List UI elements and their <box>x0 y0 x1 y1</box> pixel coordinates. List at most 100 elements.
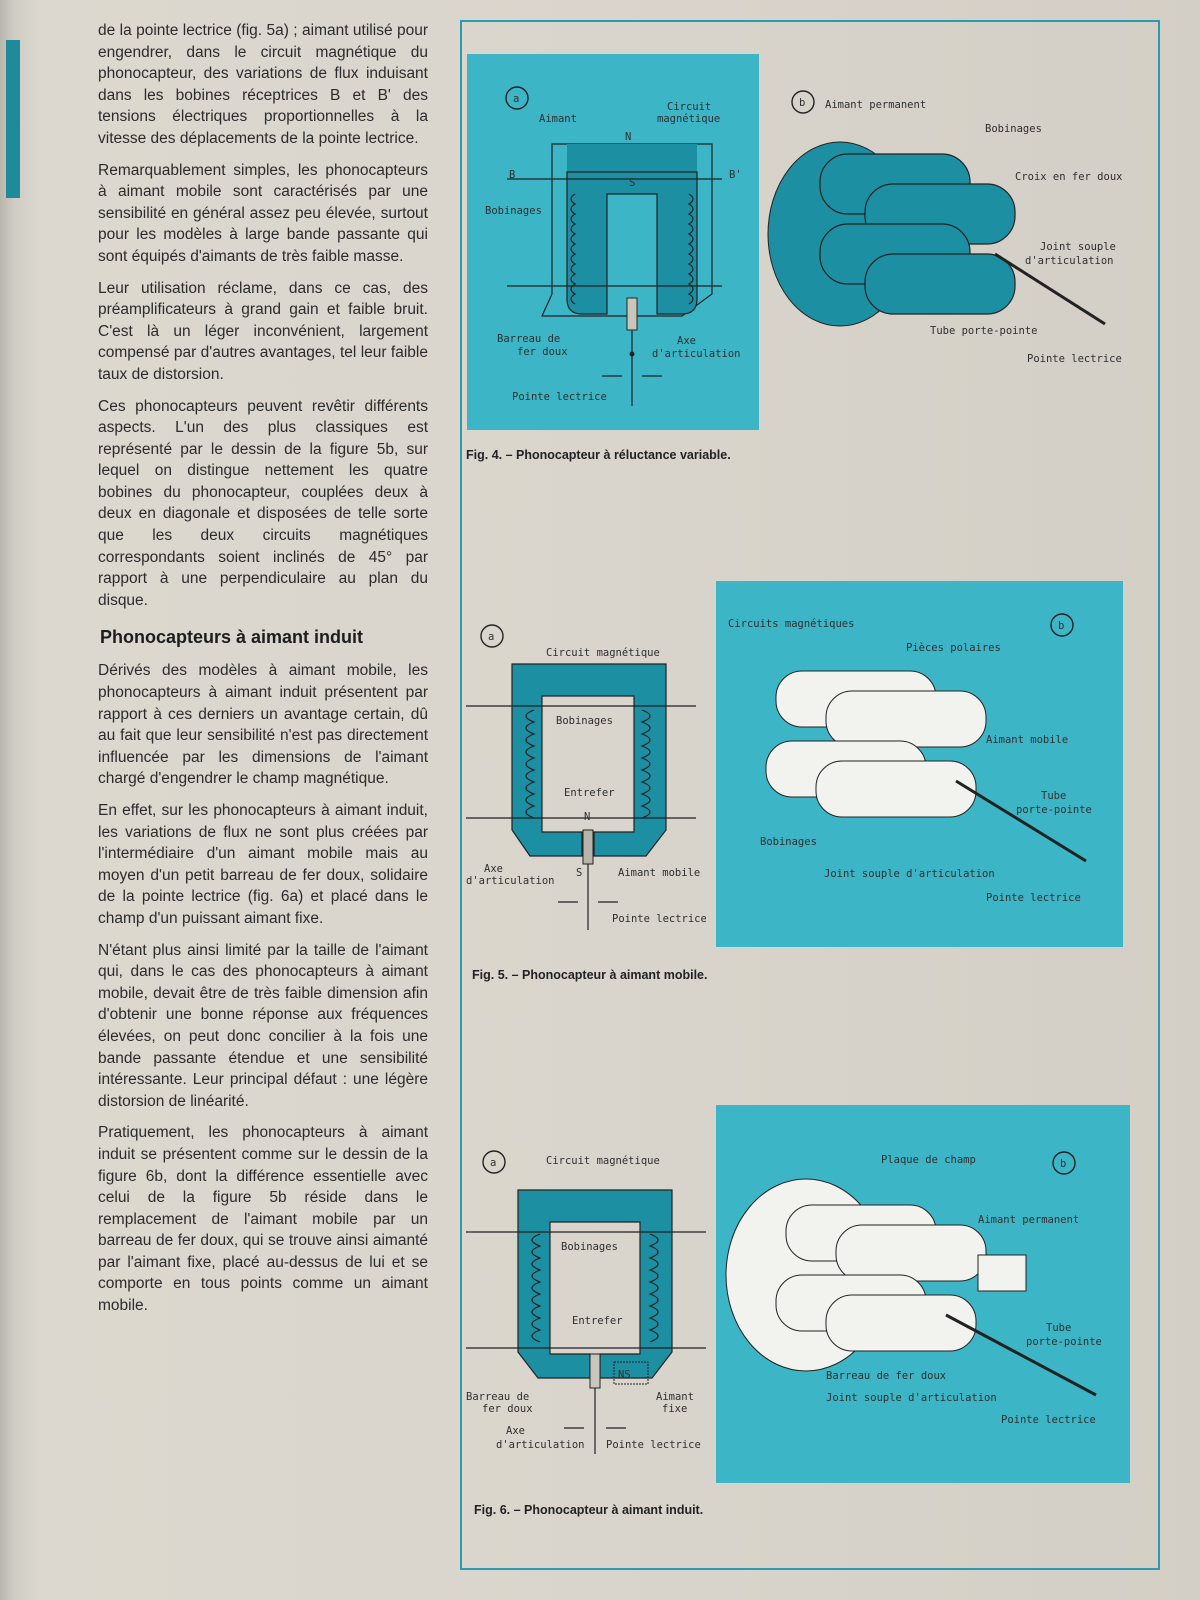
magnetic-circuit <box>511 663 667 857</box>
fig6b-diagram: b Plaque de champ Aimant permanent Tube … <box>725 1151 1102 1426</box>
label-tube: Tube <box>1041 790 1066 802</box>
label-circuit: Circuit magnétique <box>546 647 660 659</box>
label-axe: Axe <box>677 335 696 347</box>
stylus-tube <box>945 1313 1097 1397</box>
label-croix: Croix en fer doux <box>1015 171 1122 183</box>
fig5a-diagram: a Circuit magnétique Bobinages Entrefer … <box>466 624 706 930</box>
label-pointe: Pointe lectrice <box>986 892 1081 904</box>
fig-marker-a <box>482 1150 506 1174</box>
fig4b-diagram: b Aimant permanent Bobinages Croix en fe… <box>767 90 1122 365</box>
stylus-tube <box>994 252 1106 326</box>
iron-bar <box>589 1353 601 1389</box>
fig-marker-b <box>791 90 815 114</box>
marker-label: a <box>490 1157 496 1169</box>
fig4a-diagram: a Aimant Circuit magnétique N S B B' Bob… <box>485 86 742 406</box>
label-aimant: Aimant <box>539 113 577 125</box>
label-aimant-permanent: Aimant permanent <box>978 1214 1079 1226</box>
label-aimant-fixe: Aimant <box>656 1391 694 1403</box>
marker-label: a <box>488 631 494 643</box>
label-pieces: Pièces polaires <box>906 642 1001 654</box>
label-axe: d'articulation <box>496 1439 585 1451</box>
label-pointe: Pointe lectrice <box>612 913 706 925</box>
marker-label: b <box>1060 1158 1066 1170</box>
label-tube: Tube porte-pointe <box>930 325 1037 337</box>
fig-marker-a <box>480 624 504 648</box>
coil-right <box>648 1233 659 1343</box>
label-entrefer: Entrefer <box>572 1315 623 1327</box>
moving-magnet <box>582 829 594 865</box>
label-barreau: Barreau de <box>466 1391 529 1403</box>
label-pointe: Pointe lectrice <box>1001 1414 1096 1426</box>
label-bobinages: Bobinages <box>760 836 817 848</box>
page-edge-marker <box>6 40 20 198</box>
label-axe: Axe <box>484 863 503 875</box>
label-tube: Tube <box>1046 1322 1071 1334</box>
paragraph: En effet, sur les phonocapteurs à aimant… <box>98 802 428 927</box>
label-bobinages: Bobinages <box>985 123 1042 135</box>
paragraph: Ces phonocapteurs peuvent revêtir différ… <box>98 397 428 609</box>
fig6-caption: Fig. 6. – Phonocapteur à aimant induit. <box>474 1503 704 1517</box>
coil <box>815 760 977 818</box>
coil-group <box>819 153 1016 315</box>
label-pointe: Pointe lectrice <box>606 1439 701 1451</box>
label-s: S <box>576 867 582 879</box>
fig4-caption: Fig. 4. – Phonocapteur à réluctance vari… <box>466 448 731 462</box>
paragraph: Remarquablement simples, les phonocapteu… <box>98 161 428 265</box>
label-n: N <box>625 131 631 143</box>
label-entrefer: Entrefer <box>564 787 615 799</box>
marker-label: b <box>799 97 805 109</box>
paragraph: de la pointe lectrice (fig. 5a) ; aimant… <box>98 22 428 147</box>
label-bobinages: Bobinages <box>485 205 542 217</box>
fig5b-diagram: b Circuits magnétiques Pièces polaires A… <box>728 613 1092 904</box>
magnetic-circuit <box>566 171 698 315</box>
label-pointe: Pointe lectrice <box>1027 353 1122 365</box>
fig-marker-a <box>505 86 529 110</box>
label-circuit: Circuit magnétique <box>546 1155 660 1167</box>
stylus-tube <box>955 779 1087 863</box>
coil <box>825 1294 977 1352</box>
coil-right <box>640 709 651 819</box>
label-b-prime: B' <box>729 169 742 181</box>
label-barreau: fer doux <box>517 346 568 358</box>
label-aimant-mobile: Aimant mobile <box>986 734 1068 746</box>
paragraph: Leur utilisation réclame, dans ce cas, d… <box>98 279 428 383</box>
label-axe: d'articulation <box>466 875 555 887</box>
label-tube: porte-pointe <box>1016 804 1092 816</box>
paragraph: Dérivés des modèles à aimant mobile, les… <box>98 662 428 788</box>
pivot-dot <box>629 351 635 357</box>
label-pointe: Pointe lectrice <box>512 391 607 403</box>
paragraph: Pratiquement, les phonocapteurs à aimant… <box>98 1124 428 1315</box>
label-tube: porte-pointe <box>1026 1336 1102 1348</box>
fig5-caption: Fig. 5. – Phonocapteur à aimant mobile. <box>472 968 708 982</box>
coil <box>825 690 987 748</box>
label-joint: Joint souple <box>1040 241 1116 253</box>
fig4a-panel <box>467 54 759 430</box>
coil-left <box>570 193 577 305</box>
label-circuits: Circuits magnétiques <box>728 618 854 630</box>
paragraph: N'étant plus ainsi limité par la taille … <box>98 941 428 1110</box>
coil-right <box>687 193 694 305</box>
pole-frame <box>541 143 713 317</box>
label-n: N <box>584 811 590 823</box>
coil <box>835 1224 987 1282</box>
permanent-magnet-block <box>977 1254 1027 1292</box>
coil-left <box>525 709 536 819</box>
label-aimant-mobile: Aimant mobile <box>618 867 700 879</box>
label-barreau: Barreau de <box>497 333 560 345</box>
label-circuit: magnétique <box>657 113 720 125</box>
text-column: de la pointe lectrice (fig. 5a) ; aimant… <box>98 20 428 1327</box>
label-bobinages: Bobinages <box>556 715 613 727</box>
magnet <box>567 144 697 172</box>
label-plaque: Plaque de champ <box>881 1154 976 1166</box>
label-aimant-fixe: fixe <box>662 1403 687 1415</box>
fig-marker-b <box>1050 613 1074 637</box>
fixed-magnet <box>613 1361 649 1385</box>
magnetic-circuit <box>517 1189 673 1379</box>
label-s: S <box>629 177 635 189</box>
iron-bar <box>626 297 638 331</box>
label-bobinages: Bobinages <box>561 1241 618 1253</box>
section-heading: Phonocapteurs à aimant induit <box>100 627 364 648</box>
label-circuit: Circuit <box>667 101 711 113</box>
label-barreau: Barreau de fer doux <box>826 1370 946 1382</box>
